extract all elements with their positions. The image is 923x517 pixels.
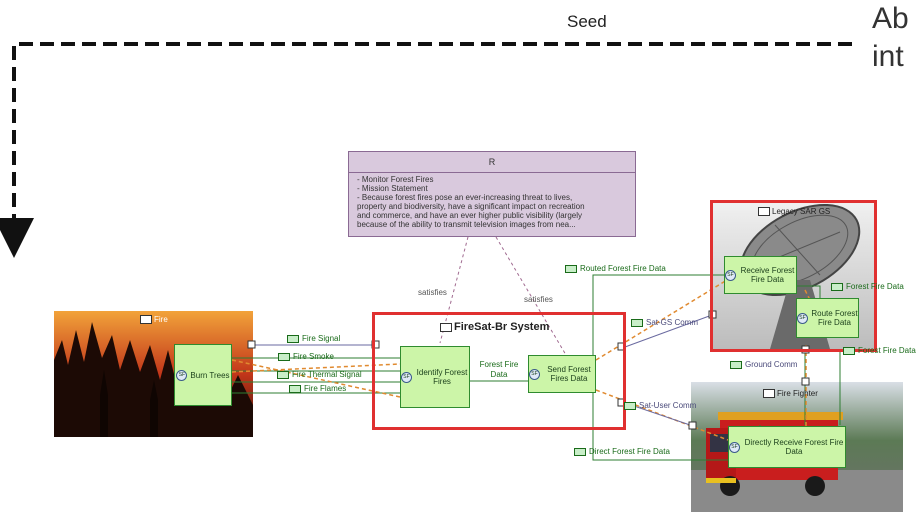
function-icon: SF	[176, 369, 188, 381]
exchange-forest-fire-data-gs: Forest Fire Data	[831, 282, 904, 291]
component-icon	[140, 315, 152, 324]
requirement-line: and commerce, and have an ever higher pu…	[357, 211, 582, 220]
satisfies-label: satisfies	[524, 295, 553, 304]
function-icon: SF	[797, 312, 808, 324]
function-label: Route Forest Fire Data	[811, 309, 858, 327]
exchange-sat-user: Sat-User Comm	[624, 401, 696, 410]
truncated-heading-line1: Ab	[872, 2, 909, 35]
satisfies-label: satisfies	[418, 288, 447, 297]
requirement-line: property and biodiversity, have a signif…	[357, 202, 585, 211]
function-icon: SF	[729, 441, 740, 453]
seed-label: Seed	[567, 12, 607, 31]
function-icon: SF	[725, 269, 736, 281]
exchange-fire-smoke: Fire Smoke	[278, 352, 334, 361]
component-icon	[763, 389, 775, 398]
fire-fighter-title: Fire Fighter	[763, 389, 818, 398]
requirement-text: - Monitor Forest Fires - Mission Stateme…	[349, 173, 635, 231]
function-label: Receive Forest Fire Data	[740, 266, 795, 284]
route-data-function[interactable]: SF Route Forest Fire Data	[796, 298, 859, 338]
function-label: Send Forest Fires Data	[547, 365, 591, 383]
function-label: Identify Forest Fires	[416, 368, 468, 386]
function-icon: SF	[529, 368, 540, 380]
fire-title: Fire	[140, 315, 168, 324]
seed-arrow	[0, 42, 852, 258]
send-fires-data-function[interactable]: SF Send Forest Fires Data	[528, 355, 596, 393]
receive-data-function[interactable]: SF Receive Forest Fire Data	[724, 256, 797, 294]
exchange-ground-comm: Ground Comm	[730, 360, 797, 369]
component-icon	[440, 322, 452, 332]
exchange-routed-data: Routed Forest Fire Data	[565, 264, 666, 273]
exchange-forest-fire-data-ff: Forest Fire Data	[843, 346, 916, 355]
exchange-fire-thermal: Fire Thermal Signal	[277, 370, 362, 379]
identify-fires-function[interactable]: SF Identify Forest Fires	[400, 346, 470, 408]
requirement-line: - Because forest fires pose an ever-incr…	[357, 193, 573, 202]
function-label: Directly Receive Forest Fire Data	[744, 438, 844, 456]
component-icon	[758, 207, 770, 216]
exchange-fire-signal: Fire Signal	[287, 334, 340, 343]
burn-trees-function[interactable]: SF Burn Trees	[174, 344, 232, 406]
requirement-box[interactable]: R - Monitor Forest Fires - Mission State…	[348, 151, 636, 237]
ground-station-frame[interactable]	[710, 200, 877, 352]
exchange-fire-flames: Fire Flames	[289, 384, 346, 393]
exchange-forest-fire-data: Forest Fire Data	[479, 360, 519, 379]
requirement-line: - Mission Statement	[357, 184, 428, 193]
ground-station-title: Legacy SAR GS	[758, 207, 830, 216]
requirement-line: - Monitor Forest Fires	[357, 175, 434, 184]
function-icon: SF	[401, 371, 412, 383]
system-title: FireSat-Br System	[440, 321, 549, 333]
exchange-direct-data: Direct Forest Fire Data	[574, 447, 670, 456]
exchange-sat-gs: Sat-GS Comm	[631, 318, 698, 327]
directly-receive-function[interactable]: SF Directly Receive Forest Fire Data	[728, 426, 846, 468]
firesat-system-frame[interactable]	[372, 312, 626, 430]
requirement-line: because of the ability to transmit telev…	[357, 220, 576, 229]
function-label: Burn Trees	[190, 370, 230, 380]
requirement-icon: R	[349, 152, 635, 173]
truncated-heading-line2: int	[872, 40, 904, 73]
